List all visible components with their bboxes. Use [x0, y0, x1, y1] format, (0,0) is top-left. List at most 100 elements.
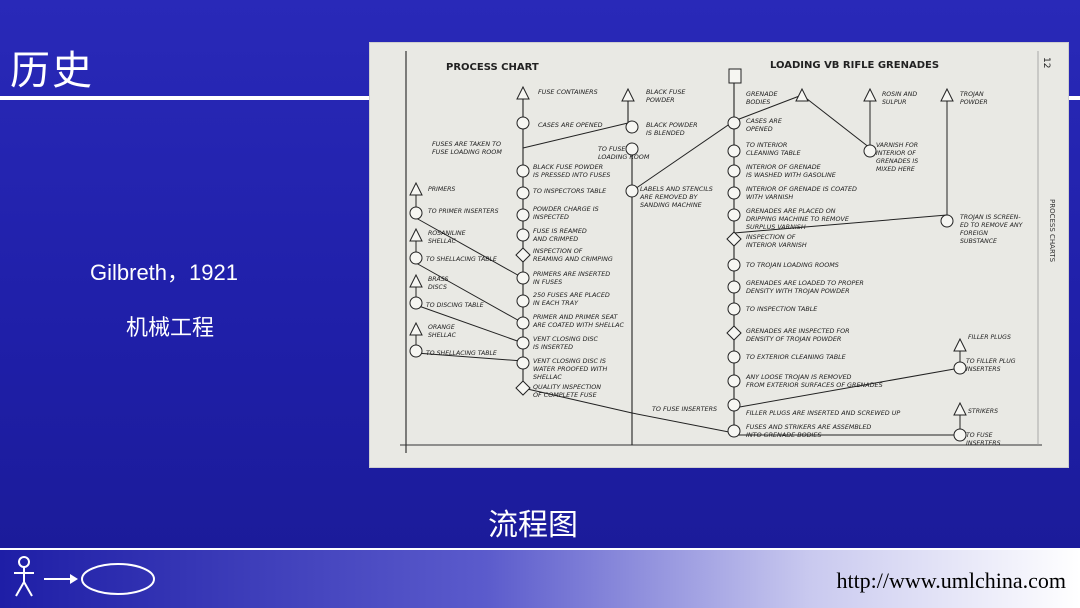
operation-symbol: [727, 398, 741, 412]
operation-symbol: [727, 164, 741, 178]
col3-label: ANY LOOSE TROJAN IS REMOVED: [745, 373, 851, 381]
operation-symbol: [409, 251, 423, 265]
col2-label: BLACK FUSE: [646, 88, 686, 96]
col3-label: GRENADES ARE LOADED TO PROPER: [746, 279, 864, 287]
inspection-symbol: [726, 325, 742, 341]
process-chart-drawing: PROCESS CHART LOADING VB RIFLE GRENADES …: [400, 51, 1056, 453]
col4-label: VARNISH FOR: [876, 142, 918, 149]
col3-label: SURPLUS VARNISH: [746, 223, 806, 231]
col1-label: TO INSPECTORS TABLE: [533, 187, 607, 195]
col5-label: INSERTERS: [966, 366, 1001, 373]
col1-label: INSPECTED: [533, 213, 569, 221]
col4-label: MIXED HERE: [876, 166, 915, 173]
col5-label: INSERTERS: [966, 440, 1001, 447]
operation-symbol: [727, 258, 741, 272]
operation-symbol: [727, 186, 741, 200]
col4-label: ROSIN AND: [882, 91, 917, 98]
col1-label: REAMING AND CRIMPING: [533, 255, 613, 263]
operation-symbol: [727, 208, 741, 222]
chart-header-left: PROCESS CHART: [446, 62, 539, 73]
col5-label: POWDER: [960, 99, 988, 106]
usecase-logo-icon: [14, 556, 155, 597]
input-label: TO SHELLACING TABLE: [426, 350, 497, 357]
col2-label: ARE REMOVED BY: [639, 193, 699, 201]
col1-label: OF COMPLETE FUSE: [533, 391, 598, 399]
col1-label: CASES ARE OPENED: [538, 121, 603, 129]
input-label: PRIMERS: [428, 186, 455, 193]
col3-label: GRENADE: [746, 90, 779, 98]
input-label: TO PRIMER INSERTERS: [428, 208, 499, 215]
col5-label: SUBSTANCE: [960, 238, 997, 245]
col5-label: TO FUSE: [966, 432, 993, 439]
col3-label: TO TROJAN LOADING ROOMS: [746, 261, 839, 269]
col1-label: FUSES ARE TAKEN TO: [432, 140, 501, 148]
col3-label: FROM EXTERIOR SURFACES OF GRENADES: [746, 381, 883, 389]
col2-label: LOADING ROOM: [598, 153, 650, 161]
operation-symbol: [727, 424, 741, 438]
col4-label: SULPUR: [882, 99, 906, 106]
col1-label: IS PRESSED INTO FUSES: [533, 171, 610, 179]
col3-label: TO INSPECTION TABLE: [746, 305, 818, 313]
col1-label: IN EACH TRAY: [533, 299, 579, 307]
col3-label: INTO GRENADE BODIES: [746, 431, 822, 439]
col1-label: POWDER CHARGE IS: [533, 205, 599, 213]
website-url[interactable]: http://www.umlchina.com: [836, 568, 1066, 593]
col3-label: BODIES: [746, 98, 770, 106]
col3-label: TO INTERIOR: [746, 141, 787, 149]
col2-label: POWDER: [646, 96, 675, 104]
col2-label: LABELS AND STENCILS: [640, 185, 713, 193]
col2-label: TO FUSE INSERTERS: [652, 405, 717, 413]
operation-symbols: [409, 116, 967, 442]
inspection-symbol: [515, 380, 531, 396]
col5-label: TROJAN IS SCREEN-: [960, 214, 1021, 221]
operation-symbol: [727, 350, 741, 364]
col5-label: ED TO REMOVE ANY: [960, 222, 1024, 229]
operation-symbol: [727, 374, 741, 388]
footer-bar: [0, 548, 1080, 608]
col1-label: QUALITY INSPECTION: [533, 383, 601, 391]
col3-label: INTERIOR OF GRENADE IS COATED: [746, 185, 857, 193]
col2-label: BLACK POWDER: [646, 121, 698, 129]
slide-title: 历史: [10, 48, 94, 94]
col3-label: FILLER PLUGS ARE INSERTED AND SCREWED UP: [746, 409, 900, 417]
col2-label: IS BLENDED: [646, 129, 685, 137]
col3-label: GRENADES ARE INSPECTED FOR: [746, 327, 850, 335]
col1-label: FUSE CONTAINERS: [538, 88, 598, 96]
col4-label: INTERIOR OF: [876, 150, 916, 157]
operation-symbol: [516, 316, 530, 330]
col3-label: WITH VARNISH: [746, 193, 793, 201]
col1-label: FUSE LOADING ROOM: [432, 148, 502, 156]
col3-label: DENSITY OF TROJAN POWDER: [746, 335, 841, 343]
col3-label: DENSITY WITH TROJAN POWDER: [746, 287, 850, 295]
col3-label: INTERIOR OF GRENADE: [746, 163, 822, 171]
input-label: TO SHELLACING TABLE: [426, 256, 497, 263]
input-label: DISCS: [428, 284, 447, 291]
chart-side-label: PROCESS CHARTS: [1048, 199, 1056, 263]
inspection-symbol: [515, 247, 531, 263]
col3-label: INSPECTION OF: [746, 233, 796, 241]
operation-symbol: [727, 302, 741, 316]
operation-symbol: [625, 184, 639, 198]
slide-caption: 流程图: [488, 508, 578, 543]
col3-label: IS WASHED WITH GASOLINE: [746, 171, 837, 179]
col2-label: SANDING MACHINE: [640, 201, 703, 209]
operation-symbol: [953, 428, 967, 442]
process-chart-image: PROCESS CHART LOADING VB RIFLE GRENADES …: [369, 42, 1069, 468]
operation-symbol: [516, 356, 530, 370]
input-label: ORANGE: [428, 324, 455, 331]
input-label: SHELLAC: [428, 238, 457, 245]
operation-symbol: [727, 144, 741, 158]
operation-symbol: [409, 206, 423, 220]
col3-label: OPENED: [746, 125, 773, 133]
operation-symbol: [516, 186, 530, 200]
col1-label: IN FUSES: [533, 278, 562, 286]
col3-label: INTERIOR VARNISH: [746, 241, 807, 249]
col5-label: TROJAN: [960, 91, 984, 98]
col1-label: 250 FUSES ARE PLACED: [533, 291, 610, 299]
col3-label: FUSES AND STRIKERS ARE ASSEMBLED: [746, 423, 871, 431]
col1-label: IS INSERTED: [533, 343, 573, 351]
col1-label: SHELLAC: [533, 373, 562, 381]
operation-symbol: [863, 144, 877, 158]
col5-label: FOREIGN: [960, 230, 988, 237]
operation-symbol: [516, 164, 530, 178]
